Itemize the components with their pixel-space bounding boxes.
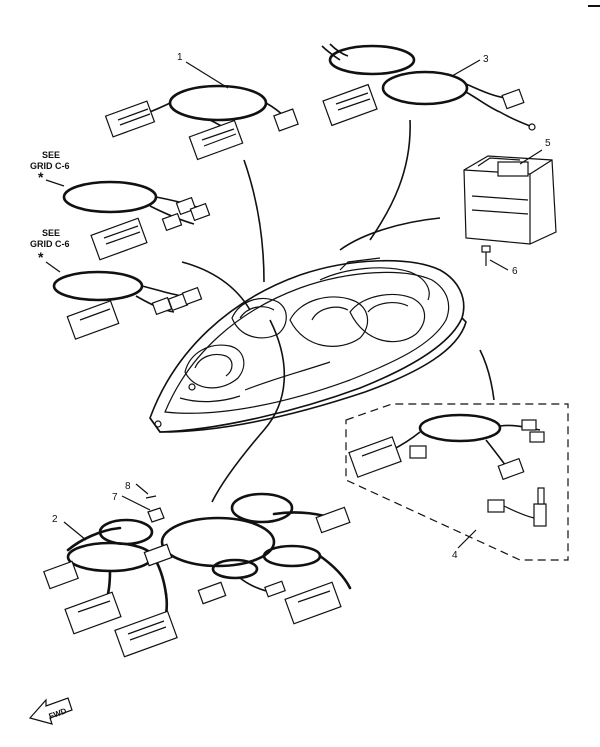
callout-1: 1 [177, 52, 183, 63]
fwd-arrow-icon: FWD [28, 697, 73, 725]
routing-lines [181, 119, 495, 503]
see-label-lower: SEE [42, 228, 60, 238]
callout-8: 8 [125, 481, 131, 492]
callout-leaders [63, 59, 543, 549]
harness-see-grid-upper [62, 180, 211, 261]
callout-2: 2 [52, 514, 58, 525]
harness-part-3 [321, 43, 536, 131]
grid-label-lower: GRID C-6 [30, 239, 70, 249]
boat-hull [149, 257, 467, 433]
callout-6: 6 [512, 266, 518, 277]
battery-box-part-5 [463, 155, 557, 245]
callout-5: 5 [545, 138, 551, 149]
callout-7: 7 [112, 492, 118, 503]
grid-label-upper: GRID C-6 [30, 161, 70, 171]
bolt-part-6 [481, 245, 491, 266]
sensor-kit-part-4 [345, 403, 569, 561]
star-upper: * [38, 169, 44, 185]
see-label-upper: SEE [42, 150, 60, 160]
callout-3: 3 [483, 54, 489, 65]
callout-4: 4 [452, 550, 458, 561]
harness-part-2 [43, 492, 352, 658]
star-lower: * [38, 249, 44, 265]
harness-part-1 [104, 84, 299, 161]
harness-see-grid-lower [52, 270, 203, 340]
